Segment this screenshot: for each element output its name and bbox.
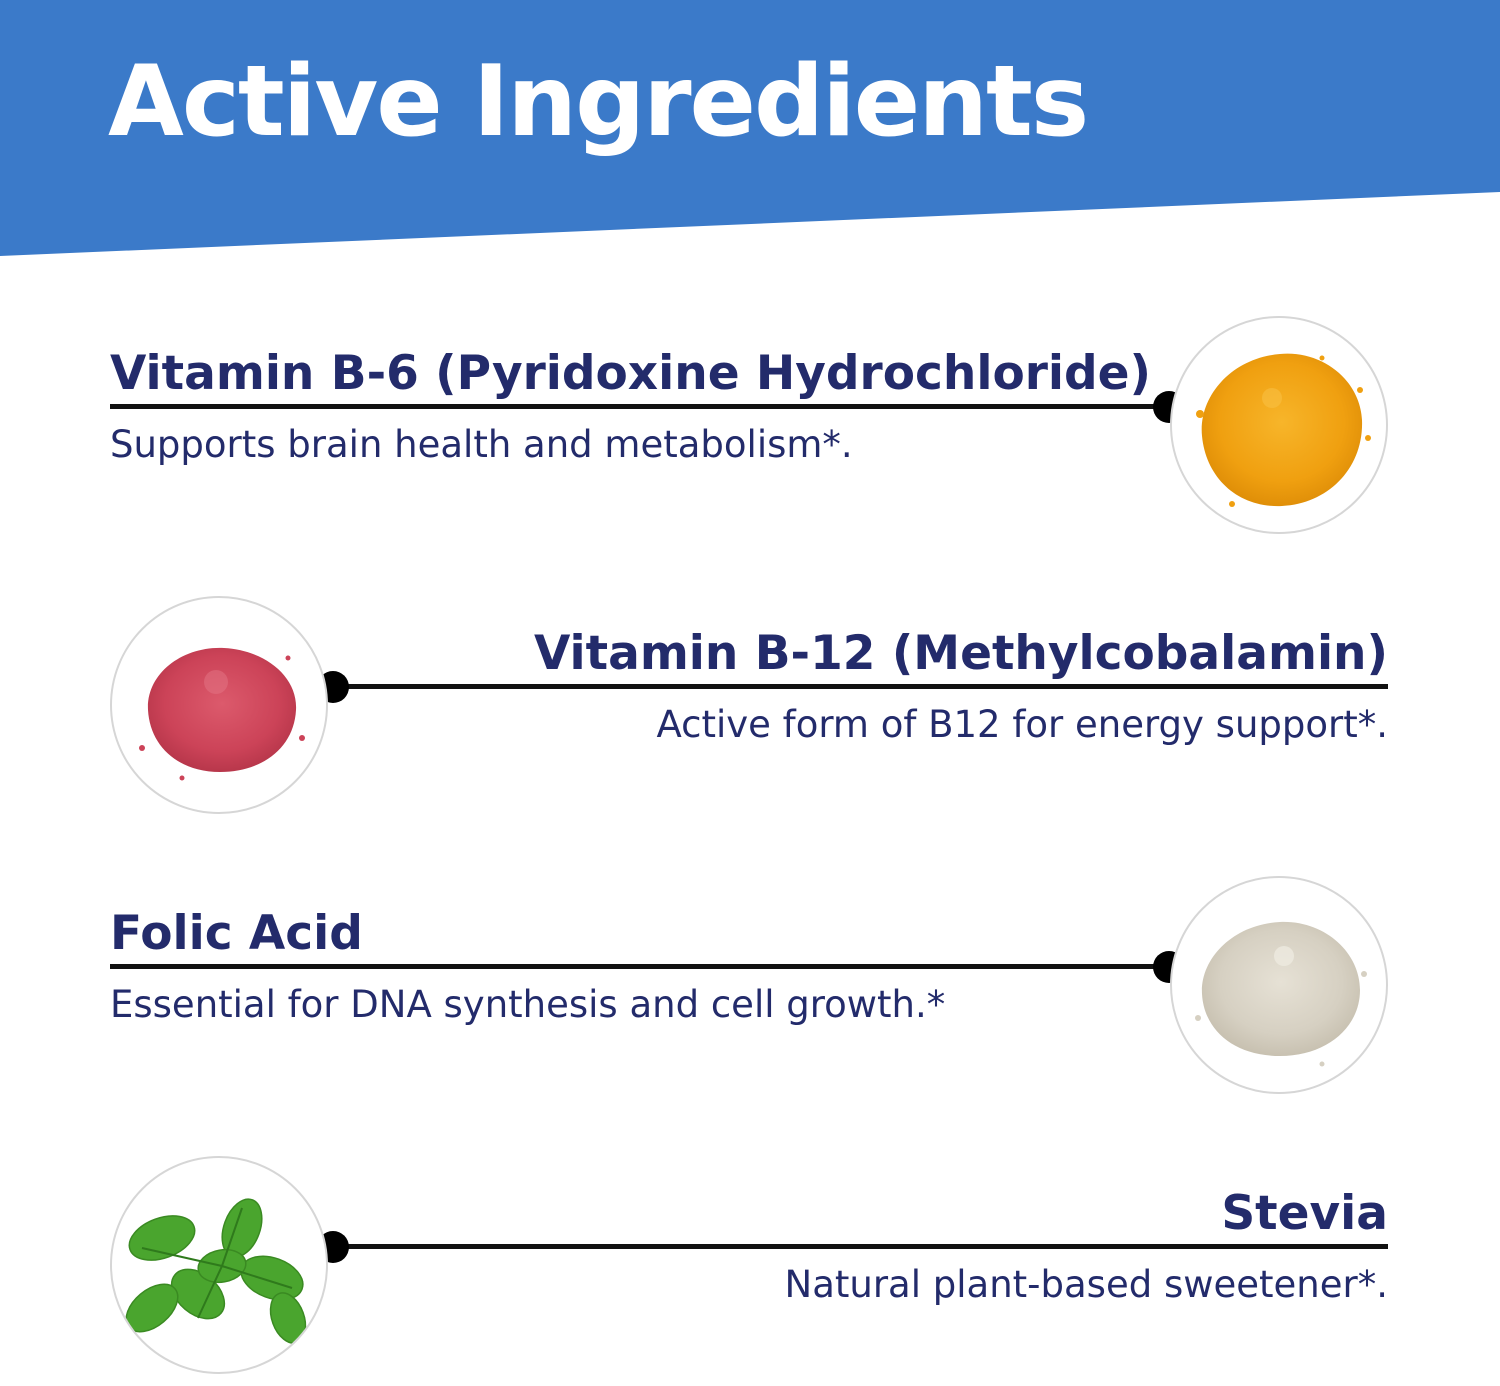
ingredient-name: Vitamin B-6 (Pyridoxine Hydrochloride) (110, 346, 1152, 401)
orange-powder-image (1170, 316, 1388, 534)
header-banner: Active Ingredients (0, 0, 1500, 260)
ingredient-row-folic-acid: Folic Acid Essential for DNA synthesis a… (0, 876, 1500, 1106)
ingredient-row-vitamin-b6: Vitamin B-6 (Pyridoxine Hydrochloride) S… (0, 316, 1500, 546)
ingredient-name: Stevia (1221, 1186, 1388, 1241)
divider-line (335, 1244, 1388, 1249)
ingredient-name: Vitamin B-12 (Methylcobalamin) (533, 626, 1388, 681)
divider-line (110, 404, 1170, 409)
banner-background (0, 0, 1500, 256)
divider-line (110, 964, 1170, 969)
ingredient-row-stevia: Stevia Natural plant-based sweetener*. (0, 1156, 1500, 1386)
ingredient-name: Folic Acid (110, 906, 363, 961)
ingredient-row-vitamin-b12: Vitamin B-12 (Methylcobalamin) Active fo… (0, 596, 1500, 826)
ingredient-description: Supports brain health and metabolism*. (110, 423, 853, 466)
divider-line (335, 684, 1388, 689)
beige-powder-image (1170, 876, 1388, 1094)
ingredient-description: Essential for DNA synthesis and cell gro… (110, 983, 946, 1026)
page-title: Active Ingredients (108, 45, 1089, 159)
stevia-leaves-image (110, 1156, 328, 1374)
ingredient-description: Natural plant-based sweetener*. (784, 1263, 1388, 1306)
red-powder-image (110, 596, 328, 814)
ingredient-description: Active form of B12 for energy support*. (656, 703, 1388, 746)
